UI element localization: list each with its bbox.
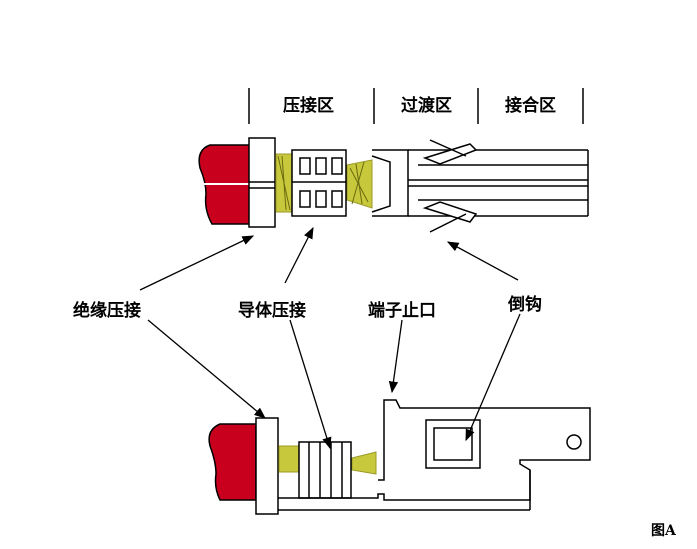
label-barb: 倒钩 [508, 295, 542, 315]
label-terminal-stop: 端子止口 [368, 301, 436, 321]
zone-label-mating: 接合区 [505, 96, 556, 116]
arrow-barb-top [446, 241, 519, 281]
side-insulation [208, 423, 257, 501]
zone-label-crimp: 压接区 [283, 96, 334, 116]
top-view-terminal [198, 137, 589, 233]
side-base [278, 399, 591, 501]
callout-arrows [139, 226, 521, 450]
arrow-insulation-side [147, 319, 266, 419]
side-view-terminal [208, 399, 591, 515]
arrow-terminal-stop [388, 319, 403, 394]
label-conductor-crimp: 导体压接 [238, 301, 306, 321]
zone-label-transition: 过渡区 [401, 96, 452, 116]
top-transition [372, 149, 409, 217]
label-insulation-crimp: 绝缘压接 [73, 301, 141, 321]
top-mating-body [408, 149, 589, 217]
arrow-insulation-top [139, 235, 255, 291]
top-conductor-crimp [291, 149, 347, 217]
arrow-conductor-top [284, 226, 314, 284]
side-conductor-crimp [298, 441, 352, 499]
side-insulation-crimp [255, 417, 279, 515]
arrow-conductor-side [289, 319, 332, 450]
figure-label: 图A [651, 523, 676, 539]
arrow-barb-side [465, 313, 521, 442]
zone-dividers [248, 88, 584, 124]
side-hole [566, 434, 582, 450]
top-barbs [422, 139, 478, 233]
side-wire-strands [278, 445, 377, 475]
